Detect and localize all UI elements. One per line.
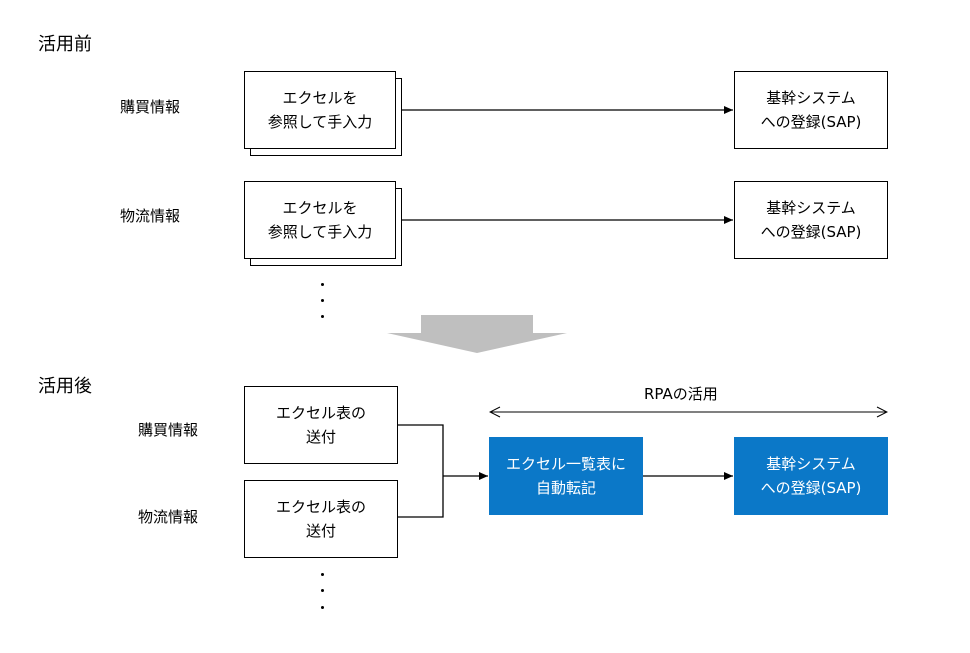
- transition-arrow: [387, 315, 567, 353]
- before-section-title: 活用前: [38, 34, 92, 55]
- dot: [321, 315, 324, 318]
- before-row-label-purchasing: 購買情報: [120, 98, 181, 116]
- after-source-box-logistics: エクセル表の 送付: [244, 480, 398, 558]
- before-target-box-logistics: 基幹システム への登録(SAP): [734, 181, 888, 259]
- before-source-box-purchasing: エクセルを 参照して手入力: [244, 71, 396, 149]
- after-target-box: 基幹システム への登録(SAP): [734, 437, 888, 515]
- before-target-box-purchasing: 基幹システム への登録(SAP): [734, 71, 888, 149]
- dot: [321, 299, 324, 302]
- after-merge-connector: [398, 424, 444, 518]
- dot: [321, 589, 324, 592]
- after-row-label-logistics: 物流情報: [138, 508, 199, 526]
- rpa-process-box: エクセル一覧表に 自動転記: [489, 437, 643, 515]
- after-section-title: 活用後: [38, 376, 92, 397]
- rpa-label: RPAの活用: [644, 385, 718, 403]
- after-source-box-purchasing: エクセル表の 送付: [244, 386, 398, 464]
- before-source-box-logistics: エクセルを 参照して手入力: [244, 181, 396, 259]
- dot: [321, 573, 324, 576]
- dot: [321, 283, 324, 286]
- before-row-label-logistics: 物流情報: [120, 207, 181, 225]
- dot: [321, 606, 324, 609]
- after-row-label-purchasing: 購買情報: [138, 421, 199, 439]
